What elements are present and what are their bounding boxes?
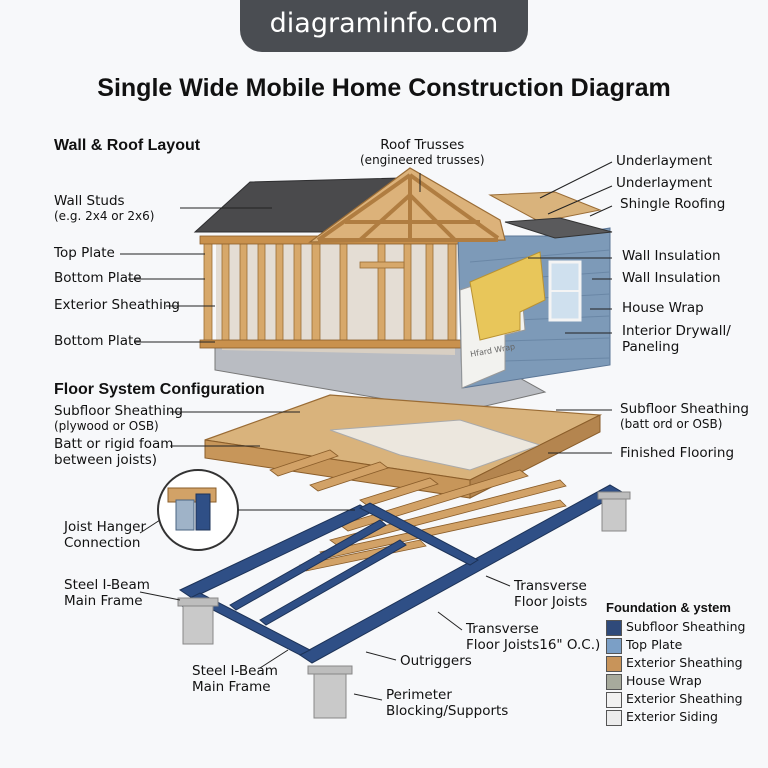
- label-subfloor-sheathing-left: Subfloor Sheathing (plywood or OSB): [54, 403, 183, 433]
- label-underlayment-1: Underlayment: [616, 153, 713, 169]
- roof-trusses: [316, 173, 500, 242]
- label-bottom-plate-1: Bottom Plate: [54, 270, 142, 286]
- piers: [177, 491, 631, 719]
- label-transverse-2: Transverse Floor Joists16" O.C.): [466, 621, 601, 653]
- legend-label: Exterior Siding: [626, 709, 718, 724]
- legend-swatch: [606, 674, 622, 690]
- interior-wall: [216, 242, 458, 342]
- label-subfloor-sheathing-right: Subfloor Sheathing (batt ord or OSB): [620, 401, 749, 431]
- legend-title: Foundation & ystem: [606, 600, 731, 615]
- page-title: Single Wide Mobile Home Construction Dia…: [97, 74, 671, 102]
- label-perimeter-blocking: Perimeter Blocking/Supports: [386, 687, 509, 719]
- label-transverse-1: Transverse Floor Joists: [514, 578, 588, 610]
- legend-swatch: [606, 710, 622, 726]
- label-shingle-roofing: Shingle Roofing: [620, 196, 726, 212]
- label-wall-insulation-1: Wall Insulation: [622, 248, 721, 264]
- section-floor: Floor System Configuration: [54, 381, 265, 398]
- watermark-banner: diagraminfo.com: [240, 0, 528, 52]
- label-wall-studs: Wall Studs (e.g. 2x4 or 2x6): [54, 193, 155, 223]
- shingle-edge: [504, 217, 613, 239]
- steel-frame: [178, 484, 624, 664]
- legend-label: Exterior Sheathing: [626, 691, 743, 706]
- label-steel-beam-2: Steel I-Beam Main Frame: [192, 663, 278, 695]
- label-joist-hanger: Joist Hanger Connection: [64, 519, 147, 551]
- label-underlayment-2: Underlayment: [616, 175, 713, 191]
- leader-lines: [120, 161, 613, 701]
- label-house-wrap: House Wrap: [622, 300, 704, 316]
- joist-hanger-detail: [157, 469, 239, 551]
- label-exterior-sheathing: Exterior Sheathing: [54, 297, 180, 313]
- label-bottom-plate-2: Bottom Plate: [54, 333, 142, 349]
- label-finished-flooring: Finished Flooring: [620, 445, 735, 461]
- label-steel-beam-1: Steel I-Beam Main Frame: [64, 577, 150, 609]
- legend-swatch: [606, 656, 622, 672]
- legend-swatch: [606, 638, 622, 654]
- section-wall-roof: Wall & Roof Layout: [54, 137, 201, 154]
- label-wall-insulation-2: Wall Insulation: [622, 270, 721, 286]
- legend-swatch: [606, 620, 622, 636]
- label-batt-foam: Batt or rigid foam between joists): [54, 436, 174, 468]
- label-roof-trusses: Roof Trusses (engineered trusses): [360, 137, 485, 167]
- wall-studs: [203, 239, 457, 347]
- legend-label: Top Plate: [626, 637, 683, 652]
- insulation-layer: [469, 251, 546, 341]
- legend-label: Subfloor Sheathing: [626, 619, 746, 634]
- label-interior-drywall: Interior Drywall/ Paneling: [622, 323, 731, 355]
- underlayment-sheet: [488, 191, 602, 223]
- legend-swatch: [606, 692, 622, 708]
- label-top-plate: Top Plate: [54, 245, 115, 261]
- legend-label: Exterior Sheathing: [626, 655, 743, 670]
- label-outriggers: Outriggers: [400, 653, 472, 669]
- bottom-plate-beam: [199, 339, 466, 349]
- watermark-text: diagraminfo.com: [269, 8, 499, 39]
- finished-floor-curl: [329, 419, 542, 471]
- legend-label: House Wrap: [626, 673, 702, 688]
